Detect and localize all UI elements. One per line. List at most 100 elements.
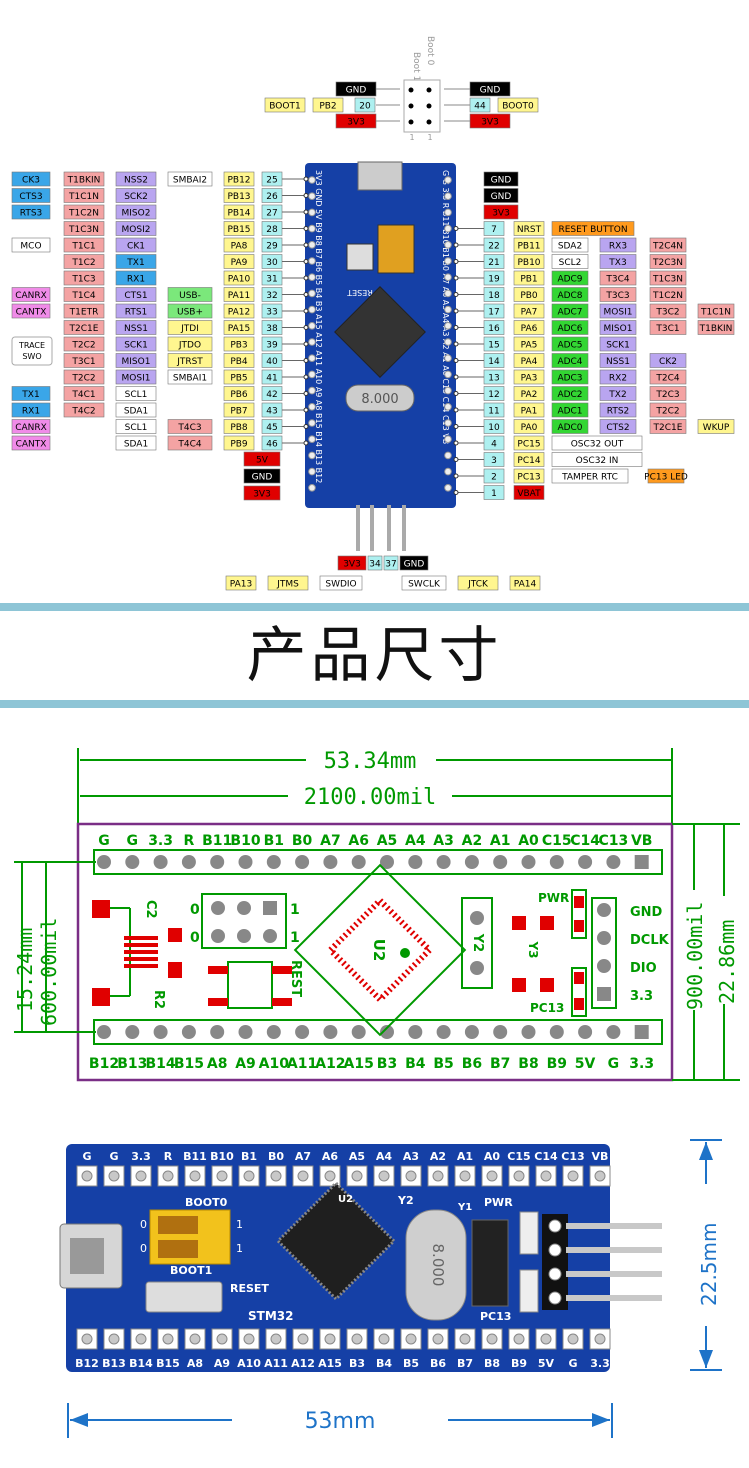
right-row-tag-14-2: ADC1 [551,402,589,418]
swd-pin-34-label: 34 [369,560,381,570]
pinout-left-pad [308,176,316,184]
right-row-tag-8-0: 17 [483,303,505,319]
left-row-tag-0-1-box [63,171,105,187]
bottom-pin-label: B3 [377,1056,397,1072]
right-row-tag-5-4-box [649,254,687,269]
left-row-dot [303,391,309,396]
swd-pin-34: 34 [367,555,383,571]
left-row-tag-4-5: 29 [261,237,283,253]
left-row-tag-7-3: USB- [167,287,213,302]
photo-width-arrow-left [70,1413,88,1427]
photo-top-label: B0 [268,1150,284,1163]
photo-bottom-hole [378,1333,390,1345]
bottom-pad [549,1025,564,1039]
right-row-tag-9-3-box [599,320,637,335]
pinout-right-pad [444,305,452,314]
left-row-dot [303,209,309,215]
left-row-tag-14-2-box [115,402,157,418]
pinout-right-pad [444,419,452,427]
pinout-left-pad [308,257,316,265]
left-row-tag-6-2-label: RX1 [127,275,145,285]
right-row-tag-16-2: OSC32 OUT [551,435,643,451]
right-row-tag-8-5: T1C1N [697,303,735,319]
left-row-tag-1-5-label: 26 [266,192,278,202]
left-row-dot [303,424,309,429]
swd-header-pin [356,505,360,551]
photo-bottom-hole [351,1333,363,1345]
left-row-tag-0-5: 25 [261,171,283,187]
left-row-tag-8-0: CANTX [11,303,51,319]
right-row-tag-4-1-box [513,237,545,253]
left-row-tag-10-1: T2C2 [63,336,105,352]
left-row-tag-13-5-label: 42 [266,390,277,400]
right-row-tag-16-1-label: PC15 [517,440,540,450]
photo-crystal-label: 8.000 [429,1244,447,1287]
left-row-tag-11-5: 40 [261,353,283,368]
right-row-tag-3-1-box [513,221,545,236]
right-row-tag-17-0: 3 [483,452,505,467]
pinout-right-pad [444,176,452,184]
right-row-tag-4-4-box [649,237,687,253]
left-row-tag-11-3-label: JTRST [176,357,203,367]
right-row-tag-7-1-label: PB0 [520,291,538,301]
pinout-right-pad [444,403,452,411]
swd-pa13-label: PA13 [230,580,252,590]
top-pin-label: A3 [433,833,454,849]
right-row-tag-6-1-box [513,270,545,286]
left-row-tag-7-3-box [167,287,213,302]
left-power-0: 5V [243,451,281,467]
left-power-2-box [243,485,281,501]
left-row-tag-4-1: T1C1 [63,237,105,253]
photo-top-hole [540,1170,552,1182]
pinout-right-pad [444,370,452,379]
right-row-tag-7-2-label: ADC8 [557,291,582,301]
right-row-tag-3-0: 7 [483,221,505,236]
swd-gnd-box [399,555,429,571]
left-row-dot [303,275,309,281]
right-row-tag-15-4: T2C1E [649,419,687,434]
left-row-tag-2-0-box [11,204,51,220]
right-row-tag-9-4-label: T3C1 [655,324,679,334]
left-row-tag-16-3: T4C4 [167,435,213,451]
left-row-tag-9-5: 38 [261,320,283,335]
photo-top-hole [378,1170,390,1182]
right-row-tag-9-2-label: ADC6 [557,324,582,334]
right-row-tag-12-3: RX2 [599,369,637,385]
swd-pin-34-box [367,555,383,571]
left-row-dot [303,407,309,413]
left-row-tag-13-2-box [115,386,157,401]
right-row-tag-13-0-label: 12 [488,390,499,400]
left-row-tag-14-0-label: RX1 [22,407,40,417]
left-row-tag-9-1-box [63,320,105,335]
photo-width-label: 53mm [305,1409,376,1434]
left-row-tag-16-3-box [167,435,213,451]
photo-pc13-label: PC13 [480,1310,511,1323]
right-row-tag-6-0: 19 [483,270,505,286]
right-row-dot [453,424,459,429]
c2-pad [168,928,182,942]
left-row-tag-4-0-label: MCO [20,242,41,252]
swd-jtms: JTMS [267,575,309,591]
pinout-left-pad [308,338,316,346]
left-row-tag-10-1-label: T2C2 [71,341,95,351]
photo-top-hole [162,1170,174,1182]
left-row-tag-12-4: PB5 [223,369,255,385]
right-row-tag-8-1: PA7 [513,303,545,319]
pc13-label: PC13 [530,1001,564,1015]
right-row-tag-7-4-label: T1C2N [652,291,683,301]
jumper-outline [201,893,287,949]
photo-swd-pin [566,1223,662,1229]
swd-pa13-box [225,575,257,591]
pinout-left-pad [308,354,316,363]
boot1-port-tag: PB2 [312,97,344,113]
right-row-dot [453,407,459,413]
left-row-tag-10-2-box [115,336,157,352]
right-row-tag-15-0: 10 [483,419,505,434]
right-row-tag-19-1-box [513,485,545,500]
photo-top-label: A5 [349,1150,365,1163]
right-row-tag-12-4-box [649,369,687,385]
right-row-tag-14-1-box [513,402,545,418]
right-row-tag-18-2: TAMPER RTC [551,468,629,484]
left-row-tag-7-1-box [63,287,105,302]
